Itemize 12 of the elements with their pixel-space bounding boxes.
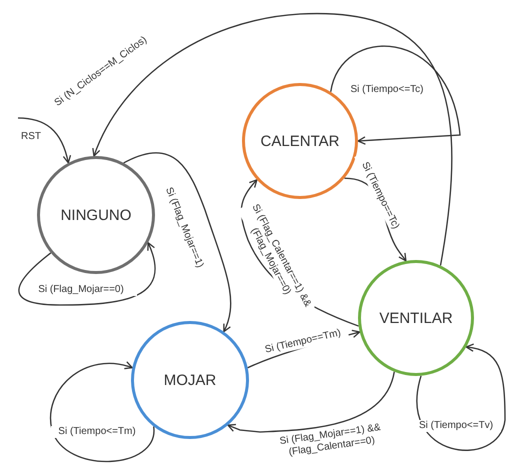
state-name: MOJAR [164, 372, 216, 388]
arrow [18, 117, 71, 164]
arrow [330, 46, 461, 145]
arrow [50, 362, 154, 462]
arrow [227, 372, 395, 433]
arrow [18, 242, 156, 306]
arrow [416, 344, 506, 451]
state-name: VENTILAR [379, 310, 453, 326]
arrow [92, 13, 452, 266]
state-name: CALENTAR [260, 132, 340, 150]
arrow [123, 152, 232, 332]
state-name: NINGUNO [60, 206, 132, 224]
